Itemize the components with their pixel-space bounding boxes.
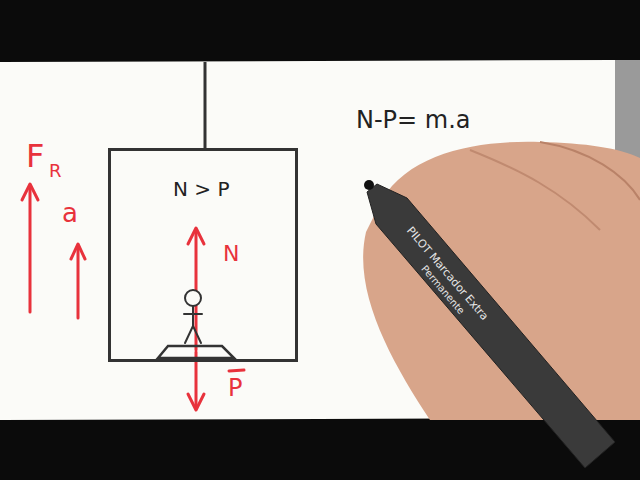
equation: N-P= m.a [356,108,471,132]
hand [363,142,640,420]
finger-crease [470,150,600,230]
person-figure [158,290,234,358]
force-label: N [223,243,239,265]
finger-crease [540,142,640,200]
acceleration-label: a [62,200,78,226]
rope [204,62,207,148]
force-arrows [22,184,244,410]
force-label: F [26,140,44,172]
elevator-box: N > P N [108,148,298,362]
marker-tip [364,180,374,190]
force-label: P [228,376,242,400]
relation-text: N > P [173,179,230,199]
marker-pen [367,184,615,468]
subscript: R [49,162,62,180]
